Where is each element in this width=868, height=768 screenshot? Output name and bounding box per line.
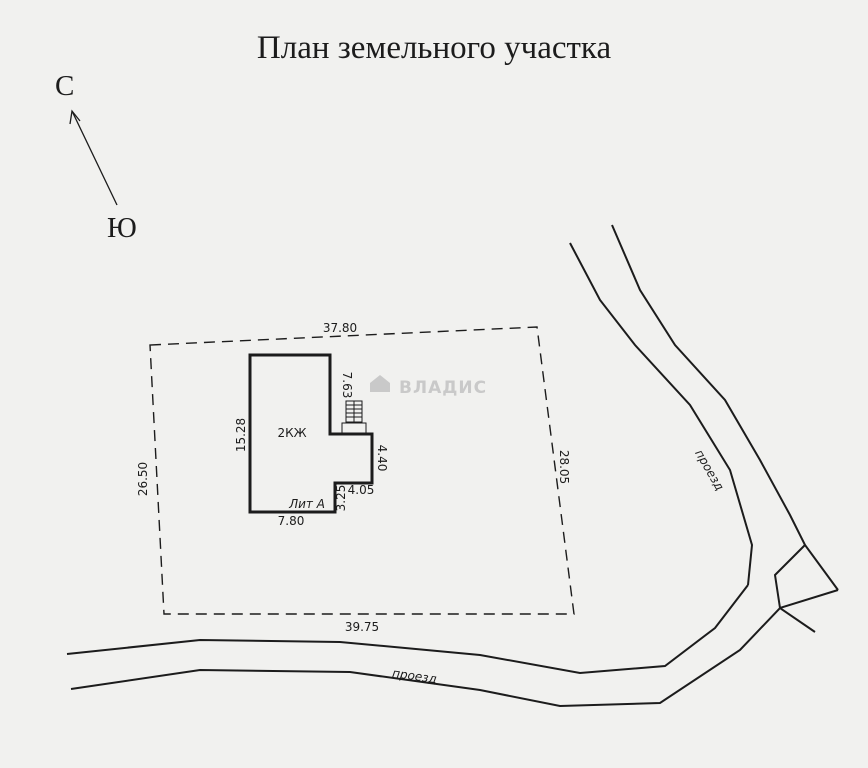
building-bottom-dimension: 7.80 (278, 514, 305, 528)
building-left-dimension: 15.28 (234, 418, 248, 452)
page-title: План земельного участка (256, 30, 612, 66)
watermark: ВЛАДИС (370, 375, 487, 398)
plot-right-dimension: 28.05 (557, 450, 571, 484)
road-label-bottom: проезд (391, 666, 437, 686)
building-label: 2КЖ (277, 426, 306, 440)
plot-top-dimension: 37.80 (323, 321, 357, 335)
building-notch-right-dimension: 4.40 (375, 445, 389, 472)
north-arrow (69, 109, 118, 206)
plot-bottom-dimension: 39.75 (345, 620, 379, 634)
bottom-road (66, 544, 839, 708)
building-outline (248, 353, 374, 514)
plot-boundary (149, 326, 575, 615)
building-notch-bottom-dimension: 4.05 (348, 483, 375, 497)
building-upper-right-dimension: 7.63 (340, 372, 354, 399)
compass-south-label: Ю (107, 212, 137, 244)
building-lit-label: Лит А (288, 497, 325, 511)
road-label-diagonal: проезд (692, 447, 727, 493)
plot-left-dimension: 26.50 (136, 462, 150, 496)
building-lower-right-dimension: 3.25 (334, 485, 348, 512)
diagonal-road (569, 224, 839, 591)
compass-north-label: С (55, 70, 75, 102)
stairs-icon (341, 400, 367, 435)
house-icon (370, 375, 390, 392)
watermark-text: ВЛАДИС (399, 378, 487, 398)
